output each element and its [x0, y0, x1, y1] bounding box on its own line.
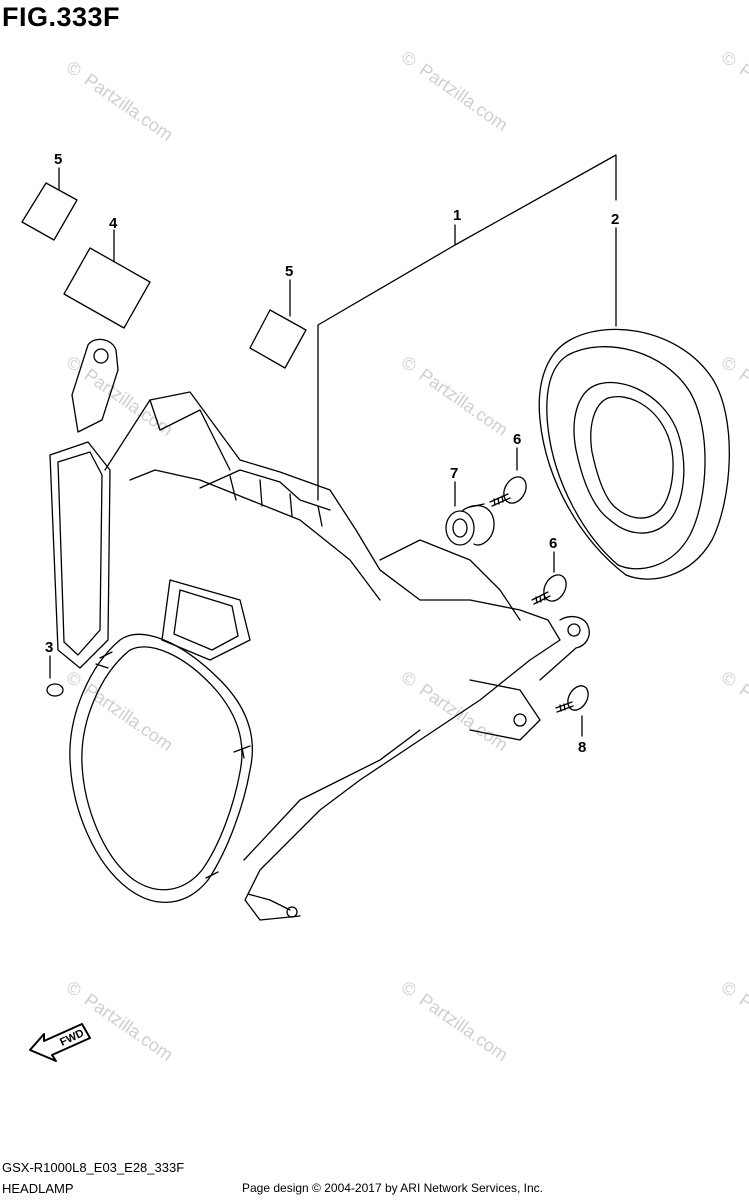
- callout-number: 3: [45, 639, 53, 656]
- watermark-symbol: ©: [398, 352, 420, 376]
- callout-number: 2: [611, 211, 619, 228]
- watermark-text: Partzilla.com: [736, 365, 749, 440]
- figure-code: GSX-R1000L8_E03_E28_333F: [2, 1160, 185, 1175]
- watermark-text: Partzilla.com: [416, 680, 512, 755]
- label-sticker-part-5b: [249, 309, 307, 369]
- figure-title: FIG.333F: [2, 2, 121, 32]
- watermark-symbol: ©: [718, 977, 740, 1001]
- watermark-text: Partzilla.com: [81, 70, 177, 145]
- figure-name: HEADLAMP: [2, 1181, 74, 1196]
- watermark-text: Partzilla.com: [81, 680, 177, 755]
- headlamp-cover-ring: [538, 328, 730, 580]
- label-sticker-part-4: [63, 247, 151, 329]
- callout-number: 6: [513, 431, 521, 448]
- callout-number: 4: [109, 215, 118, 232]
- callout-leader-2-top: [454, 154, 617, 246]
- watermark-text: Partzilla.com: [736, 990, 749, 1065]
- watermark-text: Partzilla.com: [416, 60, 512, 135]
- watermark-symbol: ©: [718, 352, 740, 376]
- callout-number: 5: [54, 151, 62, 168]
- watermark-symbol: ©: [63, 57, 85, 81]
- watermark-layer: ©Partzilla.com ©Partzilla.com ©Partzilla…: [63, 47, 749, 1065]
- screw-part-8: [555, 685, 589, 713]
- callout-number: 1: [453, 207, 461, 224]
- bulb-part-3: [46, 683, 64, 697]
- callout-number: 7: [450, 465, 458, 482]
- watermark-text: Partzilla.com: [736, 60, 749, 135]
- callout-number: 6: [549, 535, 557, 552]
- watermark-symbol: ©: [718, 667, 740, 691]
- fwd-arrow-icon: [29, 1023, 91, 1062]
- grommet-part-7: [445, 503, 495, 546]
- watermark-symbol: ©: [718, 47, 740, 71]
- watermark-text: Partzilla.com: [416, 990, 512, 1065]
- watermark-symbol: ©: [398, 47, 420, 71]
- watermark-text: Partzilla.com: [81, 990, 177, 1065]
- screw-part-6a: [489, 476, 527, 507]
- watermark-symbol: ©: [398, 667, 420, 691]
- headlamp-assembly: [49, 338, 590, 921]
- watermark-symbol: ©: [63, 667, 85, 691]
- watermark-symbol: ©: [398, 977, 420, 1001]
- watermark-text: Partzilla.com: [736, 680, 749, 755]
- watermark-symbol: ©: [63, 977, 85, 1001]
- callout-leader-1: [317, 224, 456, 501]
- watermark-text: Partzilla.com: [416, 365, 512, 440]
- label-sticker-part-5: [21, 182, 78, 241]
- copyright-notice: Page design © 2004-2017 by ARI Network S…: [242, 1181, 544, 1195]
- callout-number: 5: [285, 263, 293, 280]
- screw-part-6b: [531, 574, 567, 605]
- callout-number: 8: [578, 739, 586, 756]
